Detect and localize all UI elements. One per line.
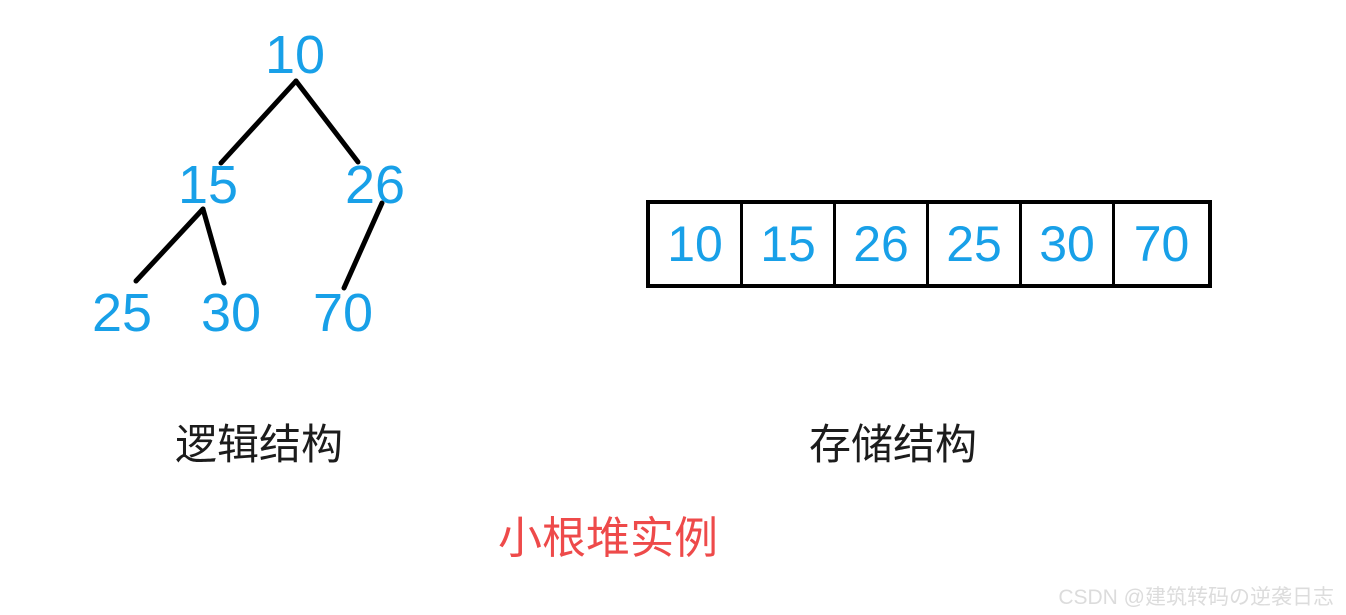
tree-edge-26-70 bbox=[341, 200, 385, 291]
tree-node-26: 26 bbox=[344, 155, 406, 215]
array-cell-1: 15 bbox=[743, 204, 836, 284]
tree-edge-15-25 bbox=[133, 206, 206, 284]
tree-edge-10-15 bbox=[218, 78, 299, 166]
logical-structure-tree: 10 15 26 25 30 70 bbox=[0, 0, 470, 380]
array-cell-4: 30 bbox=[1022, 204, 1115, 284]
tree-node-30: 30 bbox=[200, 283, 262, 343]
figure-title: 小根堆实例 bbox=[498, 514, 718, 563]
logical-structure-caption: 逻辑结构 bbox=[174, 421, 344, 468]
tree-node-70: 70 bbox=[312, 283, 374, 343]
csdn-watermark: CSDN @建筑转码の逆袭日志 bbox=[1058, 586, 1334, 609]
array-cell-2: 26 bbox=[836, 204, 929, 284]
array-cell-0: 10 bbox=[650, 204, 743, 284]
array-cell-3: 25 bbox=[929, 204, 1022, 284]
storage-structure-caption: 存储结构 bbox=[808, 421, 978, 468]
tree-edge-10-26 bbox=[293, 78, 361, 165]
tree-node-15: 15 bbox=[177, 155, 239, 215]
array-cell-5: 70 bbox=[1133, 216, 1190, 272]
tree-edges bbox=[133, 78, 385, 291]
tree-edge-15-30 bbox=[200, 206, 227, 286]
tree-node-10: 10 bbox=[264, 25, 326, 85]
tree-node-25: 25 bbox=[91, 283, 153, 343]
